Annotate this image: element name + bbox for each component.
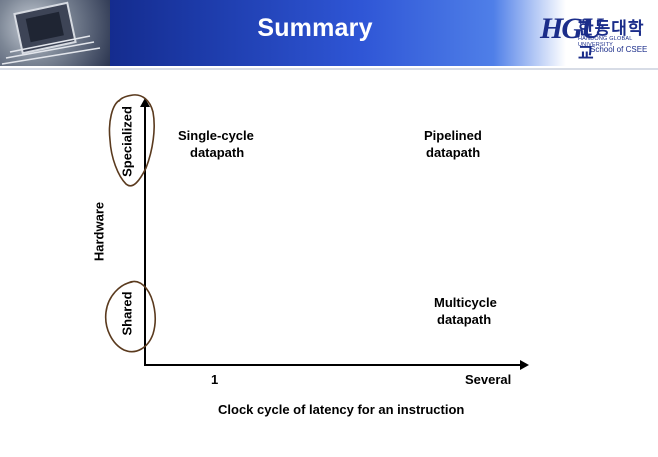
cell-multicycle: Multicycle datapath [434, 294, 497, 328]
cell-multicycle-line1: Multicycle [434, 295, 497, 310]
university-logo: HGU 한동대학교 HANDONG GLOBAL UNIVERSITY Scho… [540, 8, 655, 63]
y-axis-line [144, 106, 146, 366]
cell-single-cycle: Single-cycle datapath [178, 127, 254, 161]
logo-name: 한동대학교 [578, 19, 645, 63]
slide-title: Summary [257, 14, 373, 42]
y-axis-label: Hardware [91, 201, 107, 262]
y-axis-arrow [140, 98, 150, 107]
cell-pipelined-line1: Pipelined [424, 128, 482, 143]
x-axis-label: Clock cycle of latency for an instructio… [218, 402, 465, 417]
cell-multicycle-line2: datapath [437, 312, 492, 327]
x-axis-arrow [520, 360, 529, 370]
logo-mark: HGU [540, 12, 603, 45]
chip-image [0, 0, 110, 66]
x-axis-line [144, 364, 522, 366]
x-tick-several: Several [465, 372, 512, 387]
x-tick-1: 1 [211, 372, 219, 387]
header-divider [0, 68, 658, 70]
cell-pipelined-line2: datapath [426, 145, 481, 160]
y-tick-shared: Shared [119, 291, 135, 336]
cell-pipelined: Pipelined datapath [424, 127, 482, 161]
cell-single-cycle-line2: datapath [190, 145, 245, 160]
y-tick-specialized: Specialized [119, 106, 135, 177]
logo-school: School of CSEE [590, 45, 648, 54]
logo-university: HANDONG GLOBAL UNIVERSITY [578, 36, 633, 48]
cell-single-cycle-line1: Single-cycle [178, 128, 254, 143]
header-banner: Summary HGU 한동대학교 HANDONG GLOBAL UNIVERS… [0, 0, 658, 66]
